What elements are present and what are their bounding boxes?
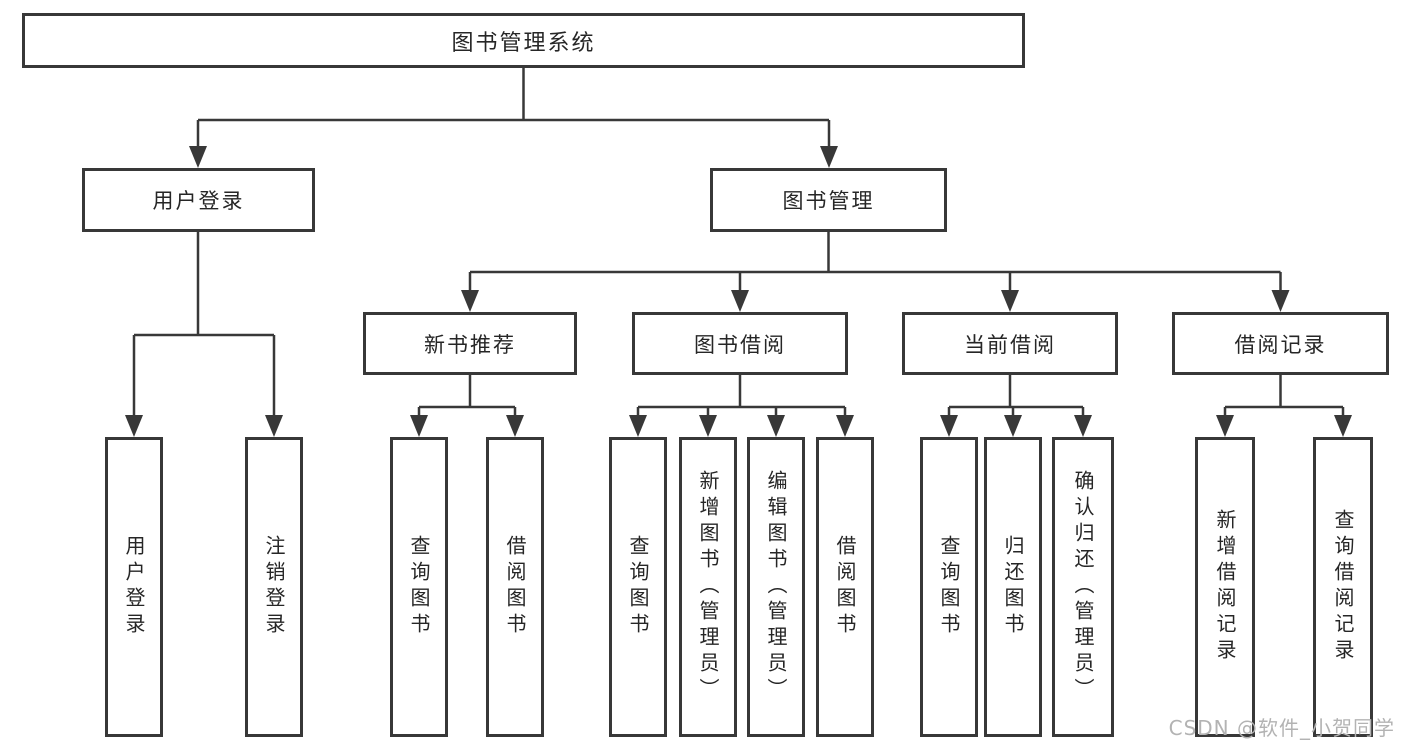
leaf-logout-label: 注销登录 [262, 535, 286, 639]
leaf-query-books-recommend-label: 查询图书 [407, 535, 431, 639]
leaf-confirm-return-admin-label: 确认归还（管理员） [1071, 470, 1095, 704]
leaf-edit-book-admin-label: 编辑图书（管理员） [764, 470, 788, 704]
leaf-query-books-borrow-label: 查询图书 [626, 535, 650, 639]
node-user-login: 用户登录 [82, 168, 315, 232]
leaf-query-borrow-record: 查询借阅记录 [1313, 437, 1373, 737]
node-library-management-system: 图书管理系统 [22, 13, 1025, 68]
csdn-watermark: CSDN @软件_小贺同学 [1168, 716, 1395, 740]
leaf-add-borrow-record: 新增借阅记录 [1195, 437, 1255, 737]
node-book-management: 图书管理 [710, 168, 947, 232]
leaf-query-books-current-label: 查询图书 [937, 535, 961, 639]
leaf-return-book-label: 归还图书 [1001, 535, 1025, 639]
leaf-edit-book-admin: 编辑图书（管理员） [747, 437, 805, 737]
leaf-query-books-recommend: 查询图书 [390, 437, 448, 737]
leaf-query-borrow-record-label: 查询借阅记录 [1331, 509, 1355, 665]
leaf-logout: 注销登录 [245, 437, 303, 737]
node-current-borrow: 当前借阅 [902, 312, 1118, 375]
leaf-return-book: 归还图书 [984, 437, 1042, 737]
leaf-borrow-books-recommend-label: 借阅图书 [503, 535, 527, 639]
leaf-add-book-admin: 新增图书（管理员） [679, 437, 737, 737]
leaf-query-books-borrow: 查询图书 [609, 437, 667, 737]
leaf-query-books-current: 查询图书 [920, 437, 978, 737]
leaf-user-login: 用户登录 [105, 437, 163, 737]
leaf-user-login-label: 用户登录 [122, 535, 146, 639]
node-borrow-records: 借阅记录 [1172, 312, 1389, 375]
arrowheads [125, 146, 1352, 437]
leaf-add-book-admin-label: 新增图书（管理员） [696, 470, 720, 704]
leaf-confirm-return-admin: 确认归还（管理员） [1052, 437, 1114, 737]
leaf-borrow-books-recommend: 借阅图书 [486, 437, 544, 737]
leaf-add-borrow-record-label: 新增借阅记录 [1213, 509, 1237, 665]
leaf-borrow-books-borrow: 借阅图书 [816, 437, 874, 737]
node-book-borrow: 图书借阅 [632, 312, 848, 375]
node-new-book-recommend: 新书推荐 [363, 312, 577, 375]
leaf-borrow-books-borrow-label: 借阅图书 [833, 535, 857, 639]
